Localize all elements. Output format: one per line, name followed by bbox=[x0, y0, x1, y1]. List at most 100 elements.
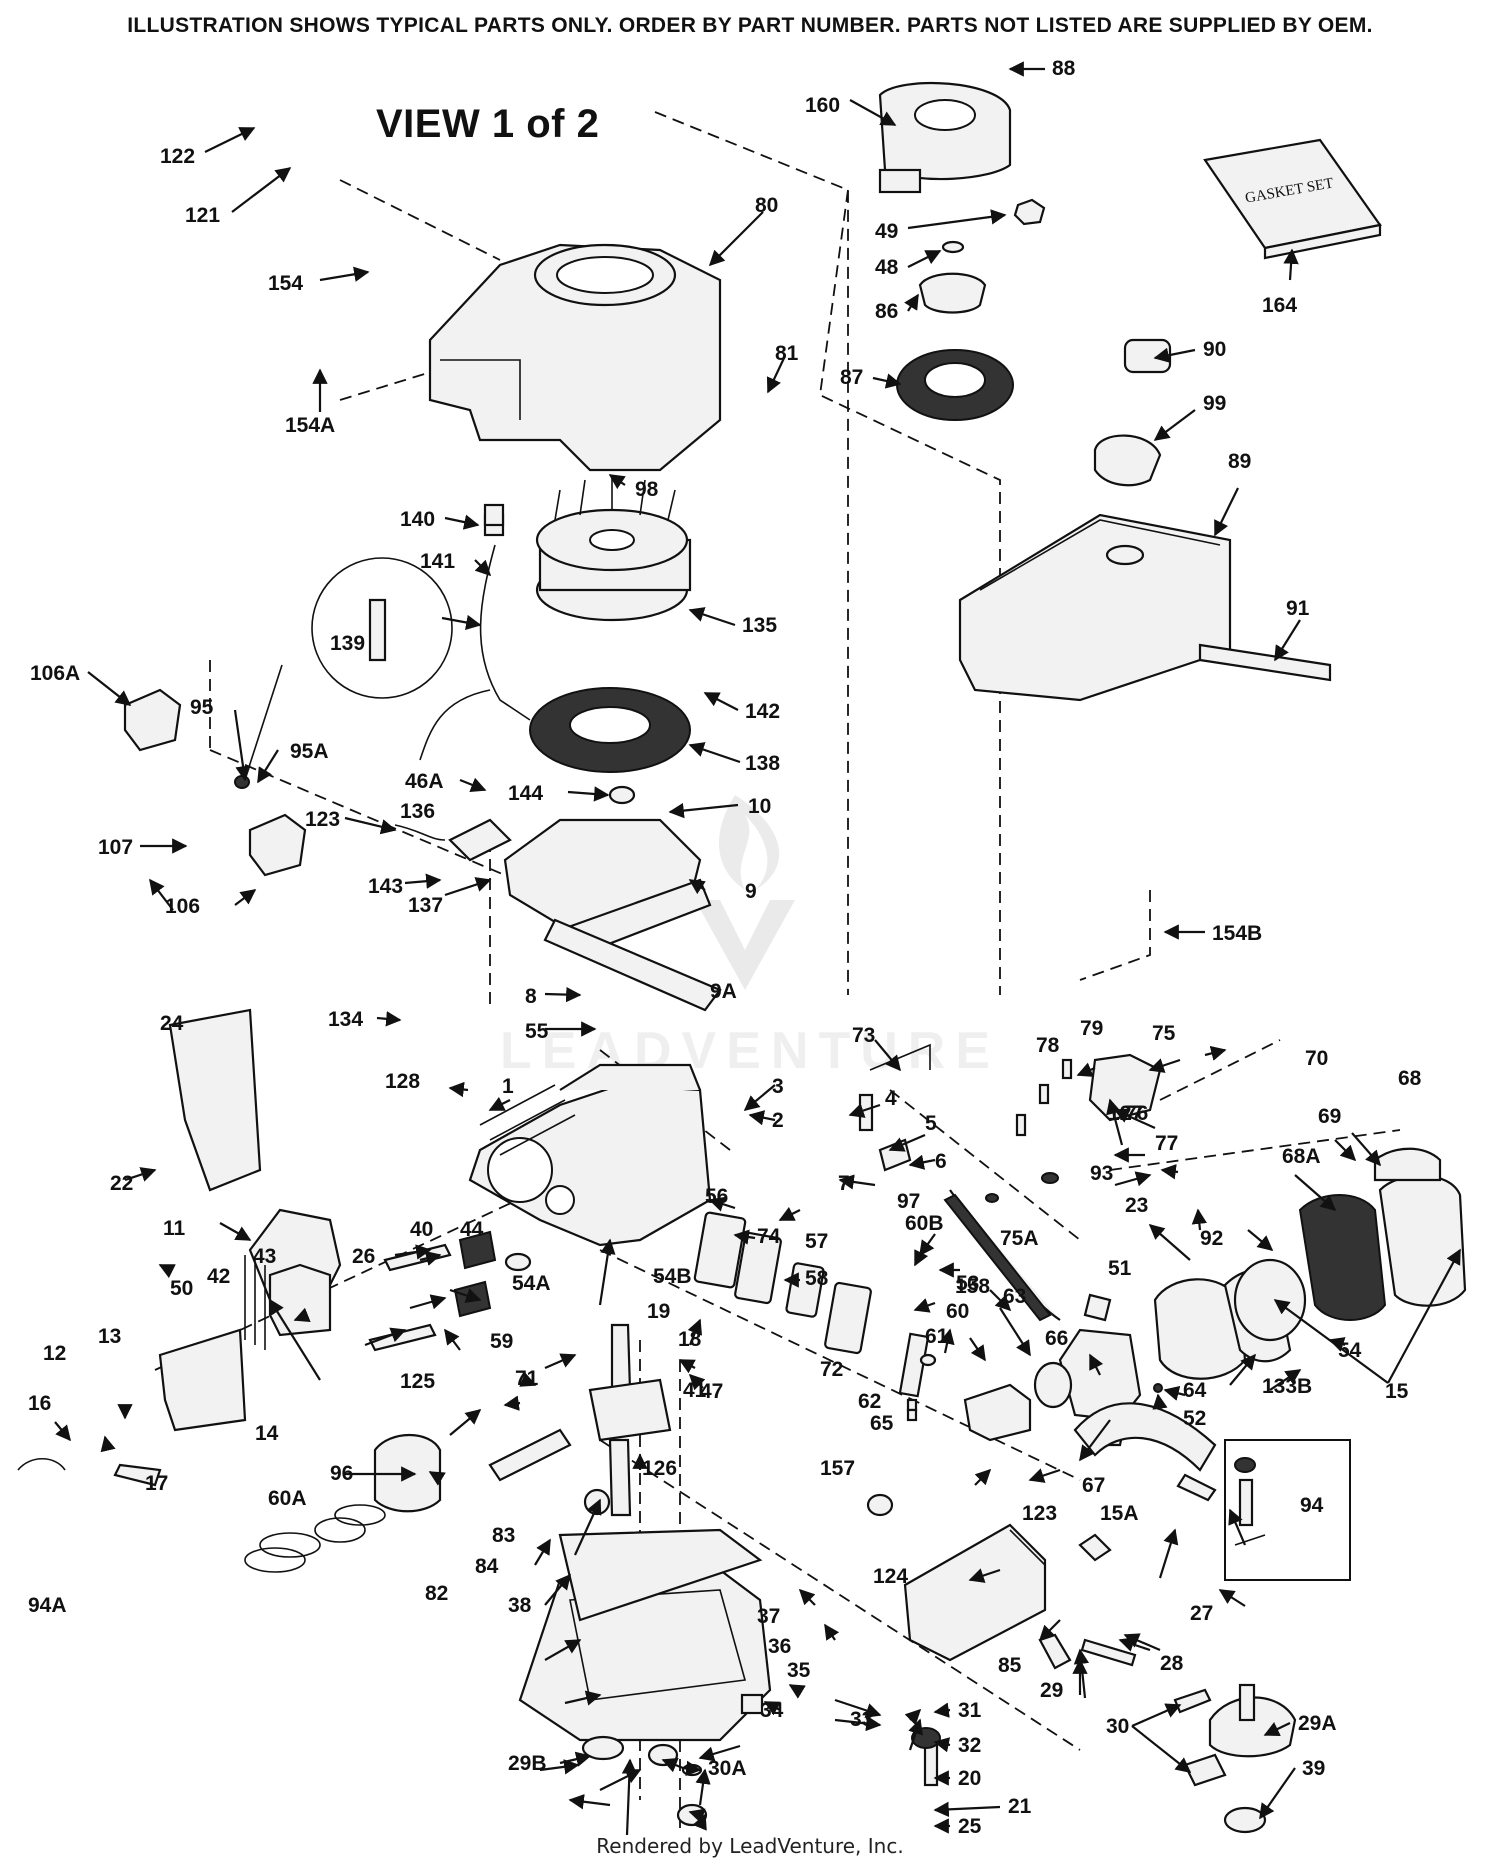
part-label: 32 bbox=[958, 1734, 981, 1757]
part-label: 13 bbox=[98, 1325, 121, 1348]
header-note: ILLUSTRATION SHOWS TYPICAL PARTS ONLY. O… bbox=[127, 14, 1373, 37]
part-label: 34 bbox=[760, 1699, 784, 1722]
leader-arrows bbox=[54, 61, 1461, 1836]
part-label: 33 bbox=[850, 1708, 873, 1731]
part-label: 68A bbox=[1282, 1145, 1321, 1168]
part-label: 71 bbox=[515, 1367, 539, 1390]
starter-cup-parts bbox=[896, 198, 1046, 421]
part-label: 12 bbox=[43, 1342, 66, 1365]
part-label: 127 bbox=[1108, 1102, 1143, 1125]
part-labels: 122 121 154 154A 80 98 81 160 88 49 48 8… bbox=[28, 57, 1422, 1838]
alternator-stator bbox=[529, 687, 691, 773]
part-label: 64 bbox=[1183, 1379, 1207, 1402]
fuel-tank bbox=[958, 338, 1332, 702]
part-label: 67 bbox=[1082, 1474, 1105, 1497]
part-label: 23 bbox=[1125, 1194, 1148, 1217]
part-label: 70 bbox=[1305, 1047, 1328, 1070]
part-label: 51 bbox=[1108, 1257, 1132, 1280]
part-label: 79 bbox=[1080, 1017, 1103, 1040]
part-label: 74 bbox=[757, 1225, 781, 1248]
part-label: 77 bbox=[1155, 1132, 1178, 1155]
breather-tube bbox=[1038, 1533, 1137, 1670]
part-label: 88 bbox=[1052, 57, 1076, 80]
governor-parts bbox=[1173, 1683, 1297, 1834]
part-label: 90 bbox=[1203, 338, 1226, 361]
crankcase-base bbox=[518, 1488, 772, 1742]
part-label: 3 bbox=[772, 1075, 784, 1098]
part-label: 59 bbox=[490, 1330, 513, 1353]
part-label: 56 bbox=[705, 1185, 728, 1208]
part-label: 8 bbox=[525, 985, 537, 1008]
part-label: 57 bbox=[805, 1230, 828, 1253]
part-label: 75A bbox=[1000, 1227, 1039, 1250]
part-label: 35 bbox=[787, 1659, 811, 1682]
part-label: 38 bbox=[508, 1594, 532, 1617]
part-label: 49 bbox=[875, 220, 898, 243]
part-label: 25 bbox=[958, 1815, 982, 1838]
part-label: 91 bbox=[1286, 597, 1310, 620]
part-label: 63 bbox=[1003, 1285, 1026, 1308]
part-label: 60B bbox=[905, 1212, 944, 1235]
part-label: 29A bbox=[1298, 1712, 1337, 1735]
part-label: 123 bbox=[305, 808, 340, 831]
part-label: 94A bbox=[28, 1594, 67, 1617]
muffler bbox=[903, 1523, 1047, 1662]
part-label: 157 bbox=[820, 1457, 855, 1480]
part-label: 26 bbox=[352, 1245, 375, 1268]
part-label: 95 bbox=[190, 696, 214, 719]
part-label: 86 bbox=[875, 300, 898, 323]
part-label: 65 bbox=[870, 1412, 894, 1435]
part-label: 73 bbox=[852, 1024, 875, 1047]
view-title: VIEW 1 of 2 bbox=[376, 102, 600, 146]
part-label: 107 bbox=[98, 836, 133, 859]
part-label: 54 bbox=[1338, 1339, 1362, 1362]
part-label: 30 bbox=[1106, 1715, 1129, 1738]
part-label: 141 bbox=[420, 550, 455, 573]
part-label: 83 bbox=[492, 1524, 515, 1547]
part-label: 60A bbox=[268, 1487, 307, 1510]
part-label: 122 bbox=[160, 145, 195, 168]
part-label: 4 bbox=[885, 1087, 897, 1110]
part-label: 21 bbox=[1008, 1795, 1032, 1818]
part-label: 1 bbox=[502, 1075, 514, 1098]
part-label: 160 bbox=[805, 94, 840, 117]
part-label: 41 bbox=[683, 1379, 707, 1402]
part-label: 135 bbox=[742, 614, 777, 637]
part-label: 97 bbox=[897, 1190, 920, 1213]
part-label: 16 bbox=[28, 1392, 51, 1415]
part-label: 61 bbox=[925, 1325, 949, 1348]
part-label: 24 bbox=[160, 1012, 184, 1035]
part-label: 92 bbox=[1200, 1227, 1223, 1250]
part-label: 27 bbox=[1190, 1602, 1213, 1625]
part-label: 69 bbox=[1318, 1105, 1341, 1128]
part-label: 76 bbox=[1125, 1102, 1148, 1125]
part-label: 39 bbox=[1302, 1757, 1325, 1780]
part-label: 7 bbox=[838, 1172, 850, 1195]
watermark-text: LEADVENTURE bbox=[500, 1022, 1000, 1080]
part-label: 93 bbox=[1090, 1162, 1113, 1185]
baffle-plate bbox=[503, 785, 722, 1012]
part-label: 17 bbox=[145, 1472, 168, 1495]
part-label: 10 bbox=[748, 795, 771, 818]
part-label: 47 bbox=[700, 1380, 723, 1403]
watermark-logo bbox=[695, 795, 795, 990]
part-label: 78 bbox=[1036, 1034, 1060, 1057]
part-label: 22 bbox=[110, 1172, 133, 1195]
part-label: 143 bbox=[368, 875, 403, 898]
part-label: 128 bbox=[385, 1070, 420, 1093]
part-label: 142 bbox=[745, 700, 780, 723]
part-label: 96 bbox=[330, 1462, 353, 1485]
part-label: 99 bbox=[1203, 392, 1226, 415]
cylinder-block bbox=[468, 1063, 712, 1247]
part-label: 6 bbox=[935, 1150, 947, 1173]
part-label: 5 bbox=[925, 1112, 937, 1135]
part-label: 98 bbox=[635, 478, 659, 501]
part-label: 144 bbox=[508, 782, 543, 805]
part-label: 9 bbox=[745, 880, 757, 903]
part-label: 95A bbox=[290, 740, 329, 763]
part-label: 72 bbox=[820, 1358, 843, 1381]
part-label: 68 bbox=[1398, 1067, 1422, 1090]
part-label: 11 bbox=[163, 1217, 186, 1240]
part-label: 126 bbox=[642, 1457, 677, 1480]
part-label: 87 bbox=[840, 366, 863, 389]
